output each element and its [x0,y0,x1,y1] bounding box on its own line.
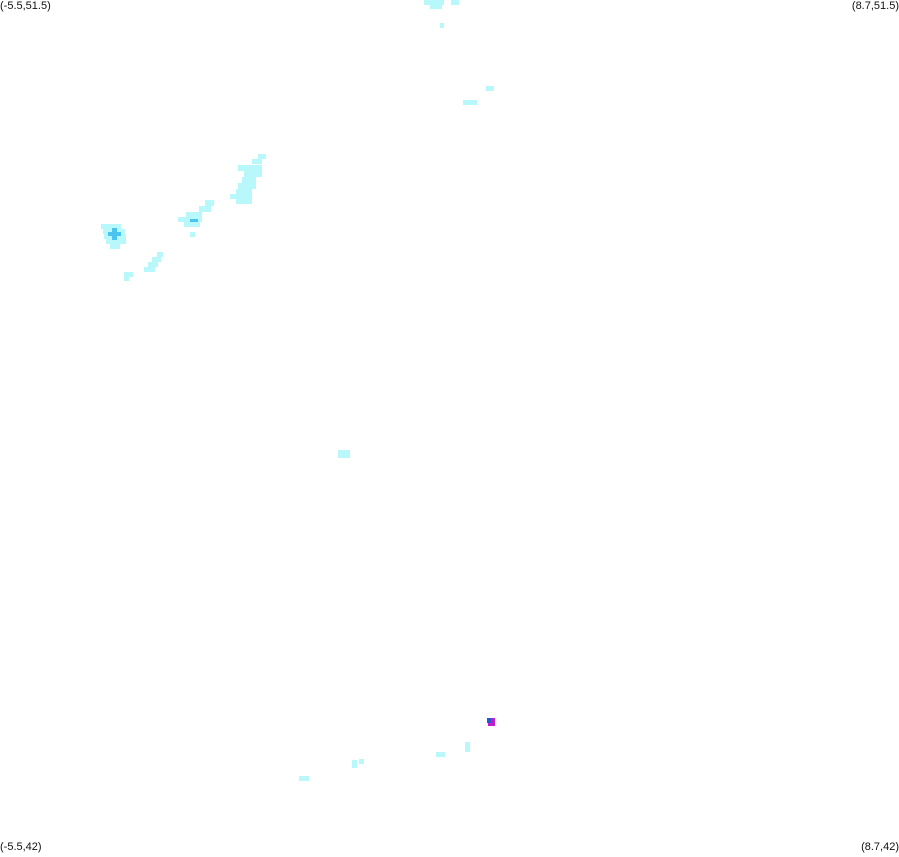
heat-cell [124,277,129,281]
heat-cell [252,159,262,164]
heatmap-cells [101,0,495,781]
heat-cell [230,194,252,199]
heat-cell [101,224,121,229]
heat-cell [244,171,262,177]
heat-cell [242,177,256,183]
heat-cell [110,244,120,249]
heat-cell [236,199,252,204]
corner-label-bottom-left: (-5.5,42) [0,841,42,853]
heat-cell [238,183,256,189]
heat-cell [359,759,364,764]
heat-cell [236,189,252,194]
heat-cell [190,219,198,223]
heat-cell [124,272,133,277]
heat-cell [205,200,214,206]
corner-label-bottom-right: (8.7,42) [861,841,899,853]
heat-cell [190,232,195,237]
heat-cell [424,0,444,5]
heat-cell [352,760,357,768]
heat-cell [463,100,477,105]
heat-cell [184,222,200,227]
heat-cell [152,257,161,262]
heat-cell [451,0,459,5]
heat-cell [436,752,445,757]
heat-cell [106,239,126,244]
heat-cell [186,212,202,217]
corner-label-top-left: (-5.5,51.5) [0,0,51,12]
heat-cell [299,776,309,781]
heat-cell [108,232,121,236]
heat-cell [465,742,470,752]
heat-cell [258,154,266,159]
corner-label-top-right: (8.7,51.5) [851,0,899,12]
heat-cell [199,206,211,212]
heat-cell [148,262,158,267]
heat-cell [157,252,163,257]
heat-cell [144,267,155,272]
heat-cell [488,718,495,726]
heat-cell [430,5,442,9]
heat-cell [238,165,262,171]
heat-cell [440,23,444,28]
heat-cell [486,86,494,91]
heat-cell [338,450,350,458]
heat-cell [487,718,491,723]
